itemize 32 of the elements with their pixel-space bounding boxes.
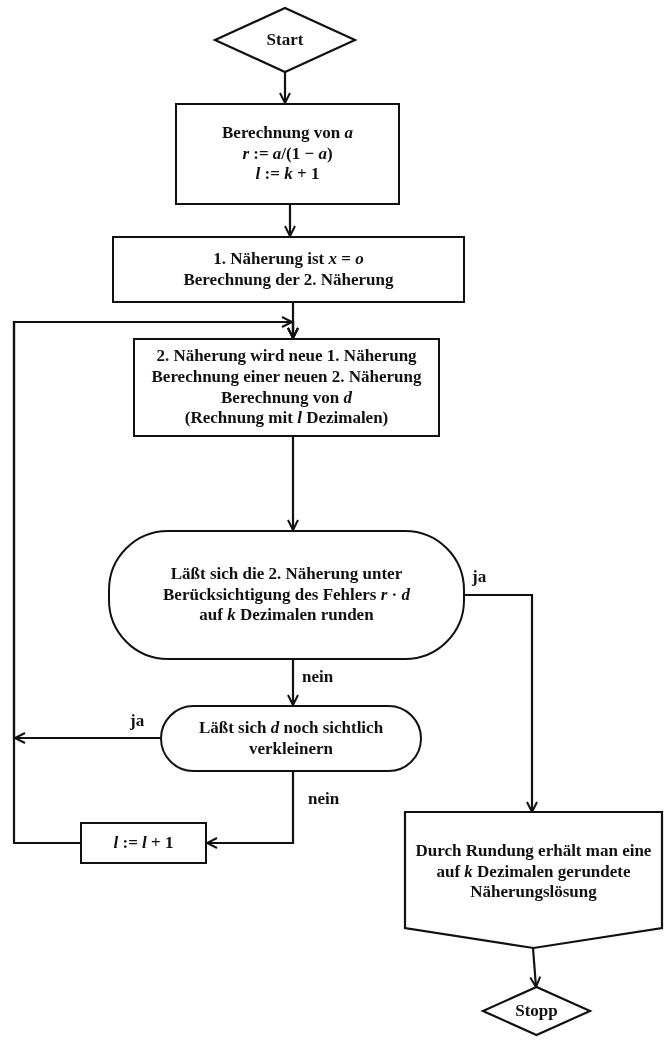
node-text: Start xyxy=(266,29,304,51)
arrow xyxy=(206,772,295,849)
terminal-diamond xyxy=(215,8,355,72)
process-box xyxy=(112,236,465,303)
node-text: 1. Näherung ist x = o xyxy=(213,248,364,270)
node-text: (Rechnung mit l Dezimalen) xyxy=(184,408,389,429)
result-box xyxy=(405,812,662,948)
arrow xyxy=(287,660,299,706)
node-text: r := a/(1 − a) xyxy=(242,143,333,165)
node-text: Stopp xyxy=(515,1000,558,1022)
process-box xyxy=(133,338,440,437)
node-text: Berechnung von d xyxy=(221,387,352,409)
arrow xyxy=(12,316,299,845)
node-text: l := k + 1 xyxy=(255,164,320,186)
arrow xyxy=(465,593,538,813)
arrow xyxy=(287,437,299,531)
node-text: Läßt sich die 2. Näherung unter Berücksichtigung des Fehlers r · d auf k Dezimalen runden xyxy=(162,563,411,627)
arrow xyxy=(284,205,296,237)
arrow xyxy=(279,72,291,104)
terminal-diamond xyxy=(483,987,590,1035)
process-box xyxy=(80,822,207,864)
edge-label: ja xyxy=(128,712,147,731)
process-box xyxy=(175,103,400,205)
node-text: 2. Näherung wird neue 1. Näherung xyxy=(156,346,417,367)
edge-label: ja xyxy=(470,568,489,587)
node-text: Berechnung einer neuen 2. Näherung xyxy=(151,366,422,388)
arrow xyxy=(529,947,542,988)
node-text: Läßt sich d noch sichtlich verkleinern xyxy=(197,717,385,760)
node-text: Durch Rundung erhält man eine auf k Dezimalen gerundete Näherungslösung xyxy=(414,840,653,904)
node-text: l := l + 1 xyxy=(113,832,174,854)
node-text: Berechnung der 2. Näherung xyxy=(183,269,394,291)
node-text: Berechnung von a xyxy=(222,122,353,144)
